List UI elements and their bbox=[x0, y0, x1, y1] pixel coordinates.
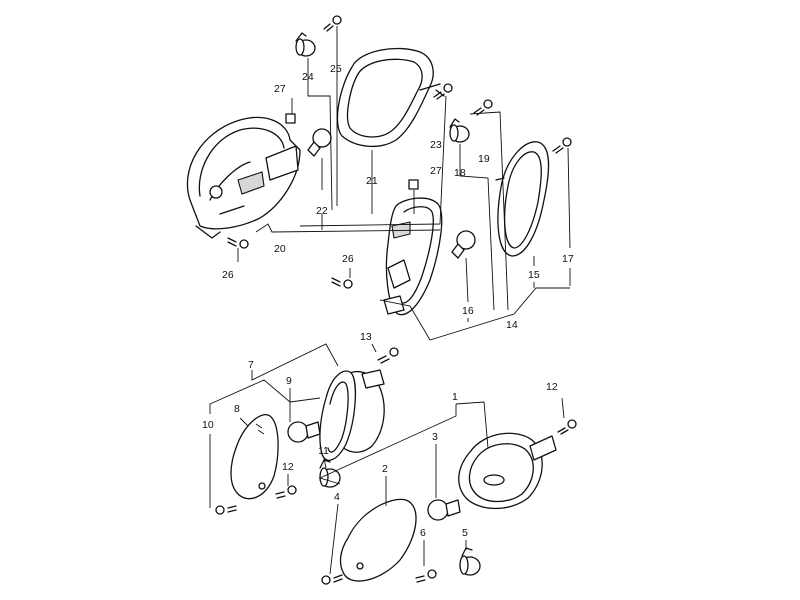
screw-26-icon bbox=[227, 237, 249, 249]
callout-2: 2 bbox=[382, 463, 388, 475]
bulb-9-icon bbox=[287, 421, 321, 443]
callout-13: 13 bbox=[360, 331, 372, 343]
socket-24-icon bbox=[295, 32, 316, 57]
callout-labels: 24 25 27 21 23 22 20 26 19 18 27 17 15 2… bbox=[202, 63, 574, 539]
callout-1: 1 bbox=[452, 391, 458, 403]
lens-8-icon bbox=[230, 414, 279, 500]
screw-23-icon bbox=[433, 83, 453, 100]
callout-22: 22 bbox=[316, 205, 328, 217]
housing-14-icon bbox=[383, 197, 443, 316]
callout-25: 25 bbox=[330, 63, 342, 75]
callout-18: 18 bbox=[454, 167, 466, 179]
housing-7-icon bbox=[319, 369, 385, 461]
callout-7: 7 bbox=[248, 359, 254, 371]
housing-1-icon bbox=[458, 432, 557, 510]
callout-10: 10 bbox=[202, 419, 214, 431]
lens-2-icon bbox=[339, 498, 417, 582]
socket-18-icon bbox=[449, 118, 470, 143]
callout-23: 23 bbox=[430, 139, 442, 151]
lens-21-icon bbox=[336, 47, 445, 147]
clip-27b-icon bbox=[408, 179, 419, 190]
callout-27b: 27 bbox=[430, 165, 442, 177]
callout-12b: 12 bbox=[546, 381, 558, 393]
callout-19: 19 bbox=[478, 153, 490, 165]
callout-5: 5 bbox=[462, 527, 468, 539]
screw-4-icon bbox=[321, 574, 343, 585]
screw-10-icon bbox=[215, 505, 237, 515]
screw-17-icon bbox=[552, 137, 572, 154]
bulb-3-icon bbox=[427, 499, 461, 521]
callout-8: 8 bbox=[234, 403, 240, 415]
callout-26b: 26 bbox=[342, 253, 354, 265]
callout-6: 6 bbox=[420, 527, 426, 539]
callout-9: 9 bbox=[286, 375, 292, 387]
socket-5-icon bbox=[459, 547, 481, 576]
bulb-22-icon bbox=[307, 128, 332, 157]
screw-6-icon bbox=[415, 569, 437, 583]
callout-12: 12 bbox=[282, 461, 294, 473]
screw-25-icon bbox=[323, 15, 342, 32]
leader-lines bbox=[209, 26, 571, 575]
clip-27-icon bbox=[285, 113, 296, 124]
callout-15: 15 bbox=[528, 269, 540, 281]
lens-15-icon bbox=[495, 141, 550, 257]
callout-21: 21 bbox=[366, 175, 378, 187]
callout-24: 24 bbox=[302, 71, 314, 83]
screw-19-icon bbox=[473, 99, 493, 116]
callout-17: 17 bbox=[562, 253, 574, 265]
housing-20-icon bbox=[186, 116, 301, 239]
callout-27: 27 bbox=[274, 83, 286, 95]
callout-11: 11 bbox=[318, 445, 329, 457]
screw-13-icon bbox=[377, 347, 399, 364]
callout-4: 4 bbox=[334, 491, 340, 503]
callout-26: 26 bbox=[222, 269, 234, 281]
callout-14: 14 bbox=[506, 319, 518, 331]
callout-20: 20 bbox=[274, 243, 286, 255]
screw-12b-icon bbox=[557, 419, 577, 435]
screw-26b-icon bbox=[331, 277, 353, 289]
callout-16: 16 bbox=[462, 305, 474, 317]
bulb-16-icon bbox=[451, 230, 476, 259]
screw-12a-icon bbox=[275, 485, 297, 499]
callout-3: 3 bbox=[432, 431, 438, 443]
